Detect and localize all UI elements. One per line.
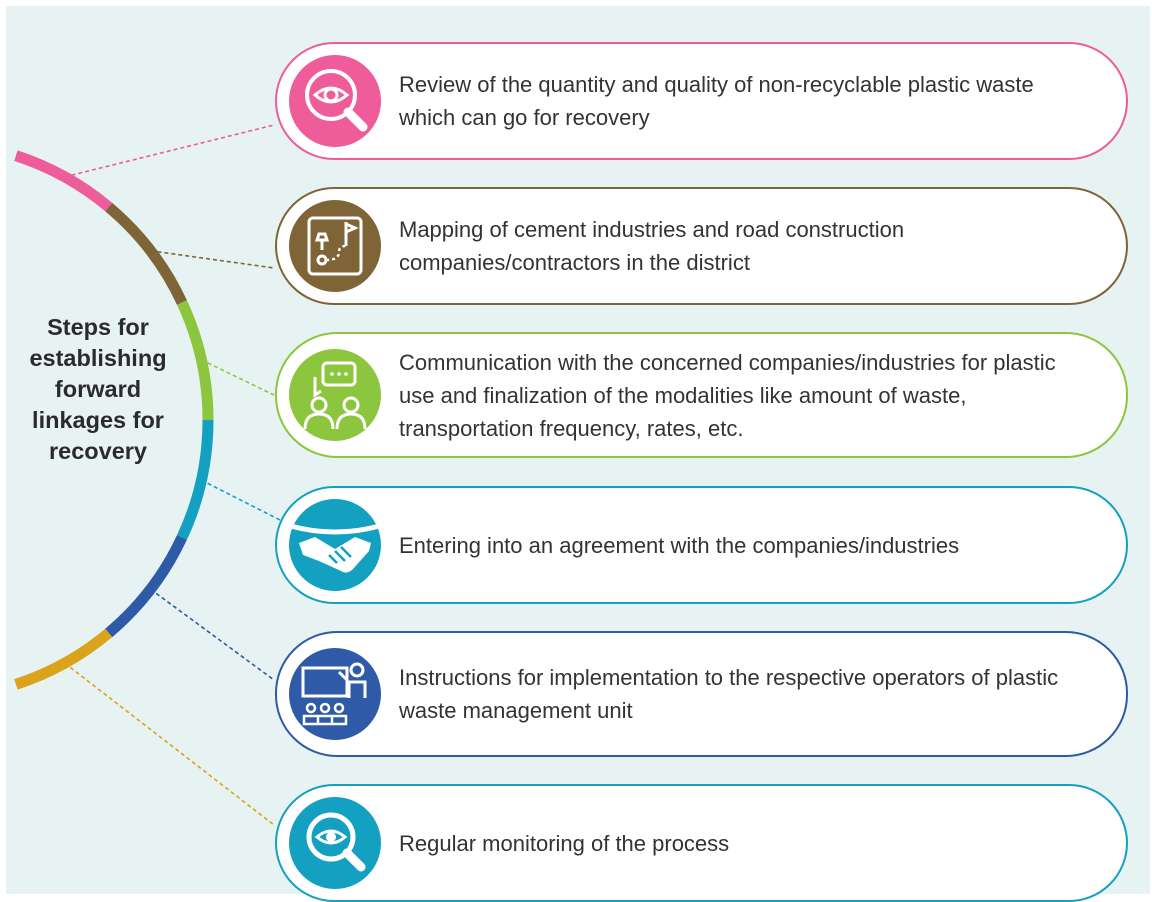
- step-1: Review of the quantity and quality of no…: [275, 42, 1128, 160]
- connectors: [64, 124, 281, 826]
- connector-line: [201, 359, 275, 396]
- step-2: Mapping of cement industries and road co…: [275, 187, 1128, 305]
- presentation-board-icon: [289, 648, 381, 740]
- step-text: Communication with the concerned compani…: [399, 349, 1056, 441]
- step-text: Entering into an agreement with the comp…: [399, 532, 960, 558]
- step-6: Regular monitoring of the process: [275, 784, 1128, 902]
- magnifier-eye-icon: [289, 797, 381, 889]
- step-text: Review of the quantity and quality of no…: [399, 72, 1034, 130]
- connector-line: [150, 249, 275, 269]
- step-text: Regular monitoring of the process: [399, 830, 730, 856]
- step-text: Mapping of cement industries and road co…: [399, 217, 905, 275]
- step-5: Instructions for implementation to the r…: [275, 631, 1128, 757]
- connector-line: [64, 124, 275, 178]
- step-text: Instructions for implementation to the r…: [399, 665, 1059, 723]
- step-4: Entering into an agreement with the comp…: [275, 486, 1128, 604]
- map-pin-flag-icon: [289, 200, 381, 292]
- arc-segment: [105, 202, 187, 305]
- connector-line: [64, 662, 275, 826]
- handshake-icon: [289, 499, 381, 591]
- arc-segment: [176, 419, 214, 540]
- step-3: Communication with the concerned compani…: [275, 332, 1128, 458]
- magnifier-eye-icon: [289, 55, 381, 147]
- connector-line: [150, 588, 275, 681]
- connector-line: [201, 479, 281, 521]
- arc-segment: [176, 300, 214, 421]
- arc-segment: [14, 150, 113, 212]
- people-chat-icon: [289, 349, 381, 441]
- center-title: Steps for establishing forward linkages …: [29, 314, 167, 464]
- arc-segment: [105, 535, 187, 638]
- arc-segment: [14, 628, 113, 690]
